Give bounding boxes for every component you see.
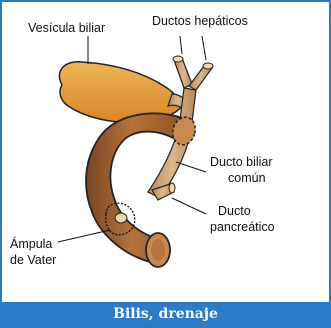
hepatic-duct-left (174, 58, 192, 88)
leader-common-bile-duct (176, 162, 206, 172)
hepatic-duct-right-opening (203, 63, 213, 69)
label-common-bile-duct-2: común (228, 171, 266, 185)
caption-text: Bilis, drenaje (113, 306, 218, 322)
leader-hepatic-left (180, 36, 182, 54)
label-common-bile-duct-1: Ducto biliar (210, 155, 273, 169)
label-ampulla-2: de Vater (10, 253, 56, 267)
caption-bar: Bilis, drenaje (2, 302, 329, 326)
label-pancreatic-duct-2: pancreático (210, 220, 275, 234)
hepatic-duct-left-opening (173, 56, 183, 62)
label-ampulla-1: Ámpula (10, 236, 52, 251)
duodenum-lower-lumen (151, 239, 165, 261)
leader-hepatic-right (202, 36, 206, 60)
label-hepatic-ducts: Ductos hepáticos (152, 14, 248, 28)
label-gallbladder: Vesícula biliar (28, 21, 105, 35)
leader-pancreatic-duct (172, 198, 206, 214)
ampulla-papilla (115, 213, 127, 223)
bile-drainage-diagram: Vesícula biliar Ductos hepáticos Ducto b… (2, 2, 329, 300)
leader-ampulla (58, 230, 110, 242)
pancreatic-duct-opening (169, 183, 175, 193)
label-pancreatic-duct-1: Ducto (218, 204, 251, 218)
hepatic-duct-right (189, 66, 212, 90)
